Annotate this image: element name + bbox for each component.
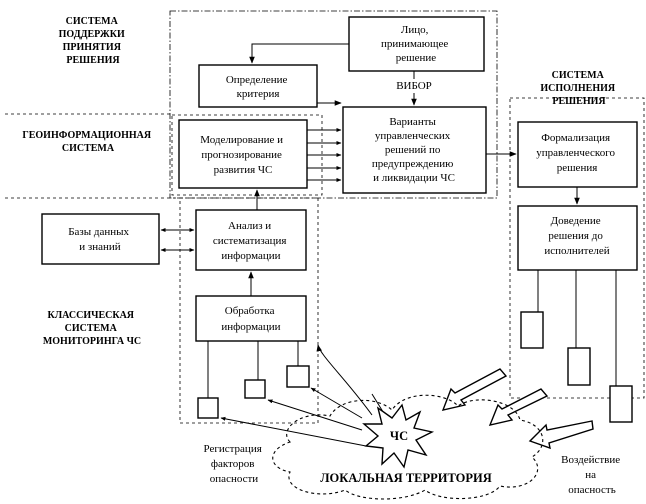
signal-arrow-3	[310, 387, 363, 419]
decision-options-box	[342, 106, 487, 194]
database-box	[41, 213, 160, 265]
executor-box-1	[520, 311, 544, 349]
emergency-label: ЧС	[390, 429, 408, 443]
action-arrow-2	[488, 388, 549, 426]
monitoring-title: КЛАССИЧЕСКАЯ СИСТЕМА МОНИТОРИНГА ЧС	[43, 310, 141, 347]
execution-system-title: СИСТЕМА ИСПОЛНЕНИЯ РЕШЕНИЯ	[540, 70, 617, 107]
formalization-box	[517, 121, 638, 188]
signal-arrow-2	[267, 399, 363, 431]
executor-box-2	[567, 347, 591, 386]
feedback-arc	[316, 344, 373, 416]
analysis-box	[195, 209, 307, 271]
support-system-boundary	[169, 10, 498, 199]
analysis-label: Анализ и систематизация информации	[213, 220, 289, 262]
emergency-explosion-shape	[362, 403, 435, 469]
gis-boundary	[171, 114, 323, 196]
choice-label: ВИБОР	[396, 80, 432, 92]
delivery-box	[517, 205, 638, 271]
sensor-box-3	[286, 365, 310, 388]
decision-maker-box	[348, 16, 485, 72]
local-territory-label: ЛОКАЛЬНАЯ ТЕРРИТОРИЯ	[320, 471, 492, 485]
database-label: Базы данных и знаний	[68, 226, 132, 253]
gis-title: ГЕОИНФОРМАЦИОННАЯ СИСТЕМА	[22, 130, 153, 154]
delivery-label: Доведение решения до исполнителей	[544, 215, 609, 257]
modeling-box	[178, 119, 308, 189]
criterion-box	[198, 64, 318, 108]
decision-options-label: Варианты управленческих решений по преду…	[372, 116, 456, 184]
processing-label: Обработка информации	[221, 305, 280, 333]
execution-boundary	[509, 97, 645, 399]
action-arrow-1	[441, 368, 508, 411]
registration-label: Регистрация факторов опасности	[203, 443, 264, 485]
impact-label: Воздействие на опасность	[561, 454, 623, 496]
signal-arrow-1	[220, 416, 367, 447]
sensor-box-1	[197, 397, 219, 419]
modeling-label: Моделирование и прогнозирование развития…	[200, 134, 286, 176]
processing-box	[195, 295, 307, 342]
formalization-label: Формализация управленческого решения	[536, 132, 617, 174]
local-territory-cloud	[272, 394, 544, 500]
executor-box-3	[609, 385, 633, 423]
arrow-decision-to-criterion	[249, 43, 349, 64]
criterion-label: Определение критерия	[226, 74, 290, 100]
sensor-box-2	[244, 379, 266, 399]
support-system-title: СИСТЕМА ПОДДЕРЖКИ ПРИНЯТИЯ РЕШЕНИЯ	[59, 16, 128, 66]
decision-maker-label: Лицо, принимающее решение	[381, 24, 451, 64]
action-arrow-3	[528, 420, 594, 450]
